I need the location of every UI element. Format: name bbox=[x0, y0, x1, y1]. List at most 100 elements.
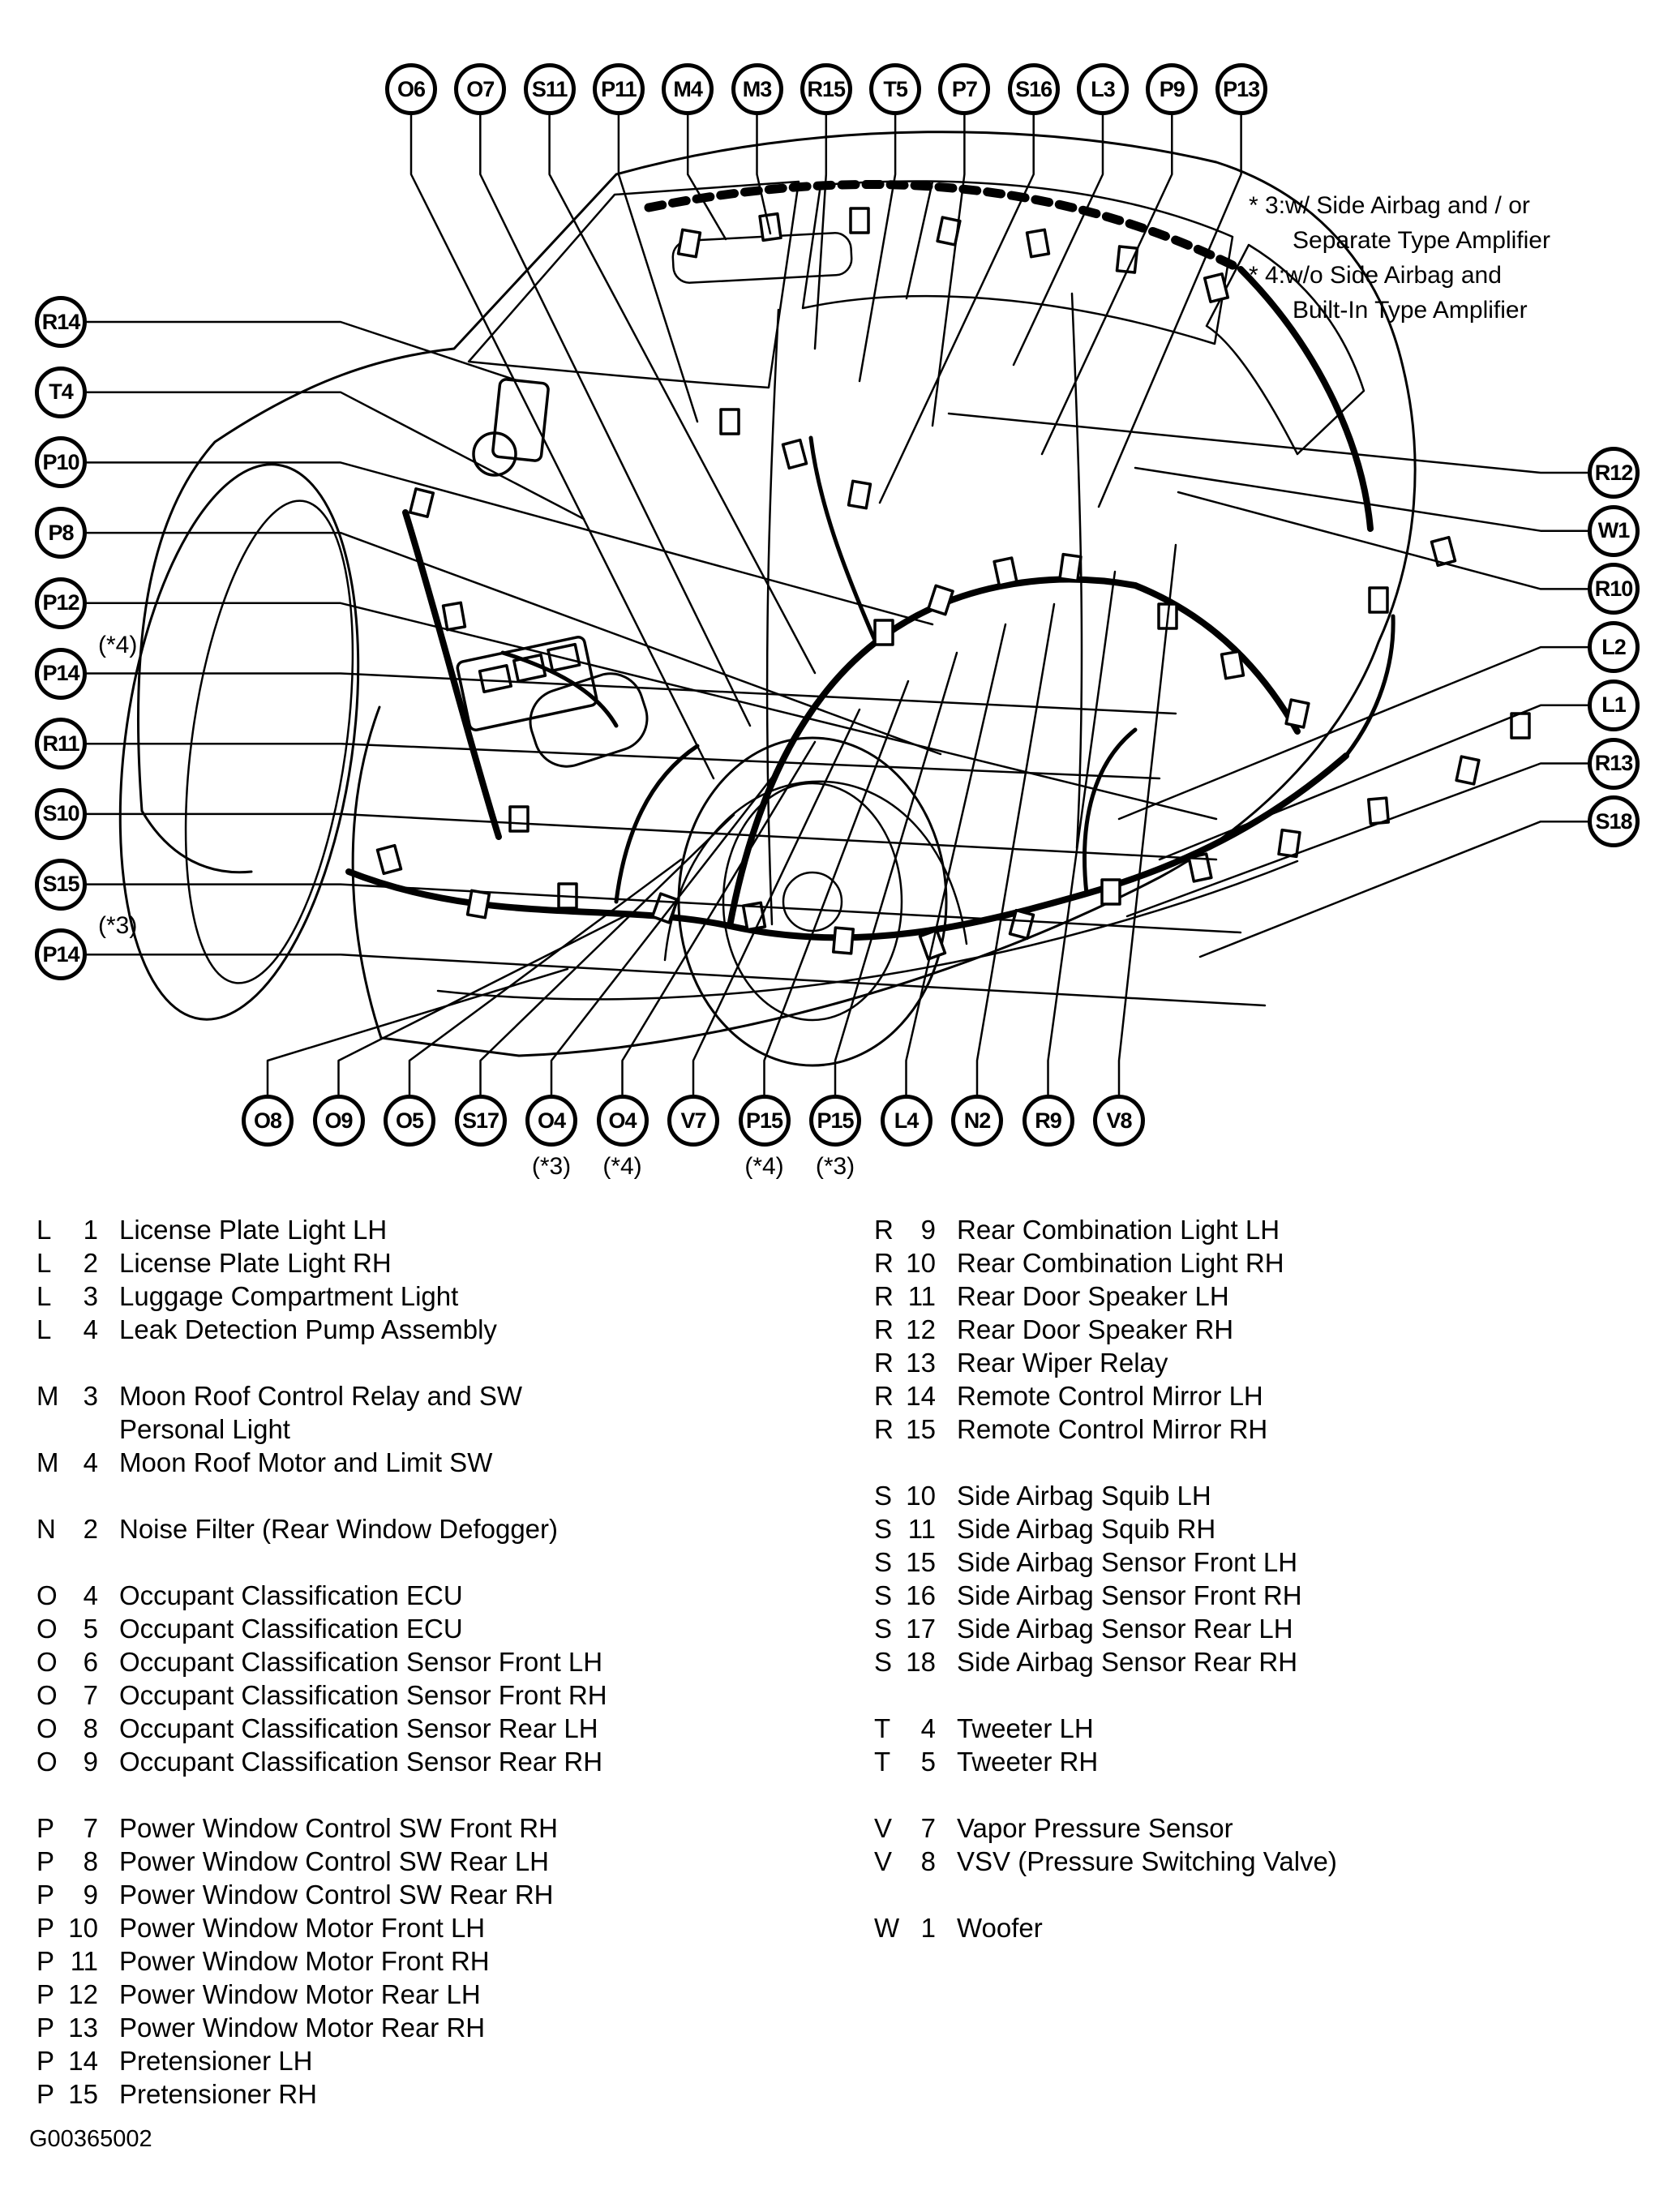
callout-w1: W1 bbox=[1588, 504, 1640, 557]
legend-code-letter: P bbox=[36, 1880, 55, 1910]
leader-line bbox=[975, 602, 1056, 1096]
legend-code-letter: O bbox=[36, 1580, 58, 1610]
legend-code-number: 2 bbox=[83, 1248, 98, 1278]
legend-code-letter: V bbox=[874, 1813, 893, 1843]
legend-code-letter: L bbox=[36, 1281, 52, 1311]
leader-line bbox=[931, 114, 966, 427]
legend-code-number: 16 bbox=[906, 1580, 936, 1610]
connector-icon bbox=[873, 619, 894, 646]
legend-component-name: Pretensioner LH bbox=[119, 2046, 313, 2076]
callout-t4: T4 bbox=[35, 366, 87, 418]
leader-line bbox=[1040, 114, 1173, 456]
callout-r15: R15 bbox=[800, 63, 852, 115]
legend-component-name: Side Airbag Squib LH bbox=[957, 1481, 1211, 1511]
leader-line bbox=[1125, 762, 1589, 918]
legend-code-letter: T bbox=[874, 1747, 891, 1777]
figure-id: G00365002 bbox=[29, 2126, 152, 2152]
legend-code-number: 4 bbox=[83, 1580, 98, 1610]
legend-component-name: Remote Control Mirror LH bbox=[957, 1381, 1263, 1411]
callout-variant-note: (*4) bbox=[744, 1153, 784, 1180]
legend-code-number: 14 bbox=[68, 2046, 98, 2076]
callout-r13: R13 bbox=[1588, 737, 1640, 790]
leader-line bbox=[947, 412, 1589, 474]
legend-code-letter: N bbox=[36, 1514, 56, 1544]
leader-line bbox=[1158, 704, 1589, 861]
connector-icon bbox=[375, 843, 403, 876]
callout-l1: L1 bbox=[1588, 679, 1640, 731]
legend-code-number: 9 bbox=[83, 1880, 98, 1910]
legend-component-name: Occupant Classification Sensor Rear LH bbox=[119, 1713, 598, 1743]
legend-code-letter: P bbox=[36, 1979, 55, 2009]
connector-icon bbox=[1368, 586, 1389, 614]
connector-icon bbox=[441, 601, 467, 632]
legend-code-letter: R bbox=[874, 1215, 894, 1245]
leader-line bbox=[479, 114, 752, 727]
legend-code-letter: O bbox=[36, 1614, 58, 1644]
legend-code-letter: S bbox=[874, 1580, 893, 1610]
legend-code-letter: S bbox=[874, 1647, 893, 1677]
legend-component-name: Side Airbag Sensor Rear RH bbox=[957, 1647, 1298, 1677]
leader-line bbox=[85, 812, 1218, 861]
callout-o4: O4 bbox=[596, 1095, 649, 1147]
legend-code-number: 8 bbox=[920, 1846, 936, 1876]
legend-component-name: Occupant Classification Sensor Rear RH bbox=[119, 1747, 603, 1777]
leader-line bbox=[85, 391, 585, 521]
legend-code-number: 4 bbox=[920, 1713, 936, 1743]
legend-code-letter: P bbox=[36, 2013, 55, 2043]
callout-p13: P13 bbox=[1215, 63, 1267, 115]
legend-code-number: 14 bbox=[906, 1381, 936, 1411]
callout-m4: M4 bbox=[662, 63, 714, 115]
legend-code-number: 7 bbox=[920, 1813, 936, 1843]
legend-component-name: Vapor Pressure Sensor bbox=[957, 1813, 1233, 1843]
legend-code-letter: M bbox=[36, 1447, 59, 1477]
callout-variant-note: (*3) bbox=[815, 1153, 855, 1180]
callout-s15: S15 bbox=[35, 858, 87, 911]
callout-p15: P15 bbox=[738, 1095, 791, 1147]
legend-code-number: 10 bbox=[906, 1481, 936, 1511]
leader-line bbox=[548, 114, 817, 675]
leader-line bbox=[409, 114, 715, 780]
callout-r11: R11 bbox=[35, 718, 87, 770]
legend-code-number: 6 bbox=[83, 1647, 98, 1677]
callout-p9: P9 bbox=[1146, 63, 1198, 115]
legend-code-letter: P bbox=[36, 1946, 55, 1976]
legend-row: R 14 Remote Control Mirror LH bbox=[874, 1379, 1337, 1413]
connector-icon bbox=[1008, 908, 1035, 941]
connector-icon bbox=[676, 228, 702, 259]
legend-code-number: 7 bbox=[83, 1680, 98, 1710]
callout-s16: S16 bbox=[1007, 63, 1060, 115]
legend-component-name: Occupant Classification ECU bbox=[119, 1580, 463, 1610]
legend-code-letter: R bbox=[874, 1381, 894, 1411]
note-4-line2: Built-In Type Amplifier bbox=[1293, 297, 1528, 324]
connector-icon bbox=[1058, 552, 1083, 583]
connector-icon bbox=[831, 926, 855, 955]
relay-box bbox=[456, 378, 598, 731]
legend-component-name: Woofer bbox=[957, 1913, 1043, 1943]
legend-component-name: Remote Control Mirror RH bbox=[957, 1414, 1268, 1444]
legend-code-number: 3 bbox=[83, 1281, 98, 1311]
legend-code-letter: T bbox=[874, 1713, 891, 1743]
leader-line bbox=[617, 114, 699, 423]
connector-icon bbox=[1277, 828, 1301, 859]
leader-line bbox=[756, 114, 772, 235]
legend-component-name: Side Airbag Sensor Front RH bbox=[957, 1580, 1302, 1610]
legend-code-letter: P bbox=[36, 2079, 55, 2109]
legend-component-name: Power Window Motor Rear LH bbox=[119, 1979, 481, 2009]
note-3-line1: * 3:w/ Side Airbag and / or bbox=[1249, 192, 1530, 219]
callout-p10: P10 bbox=[35, 436, 87, 489]
legend-code-letter: L bbox=[36, 1314, 52, 1344]
leader-line bbox=[85, 672, 1177, 715]
